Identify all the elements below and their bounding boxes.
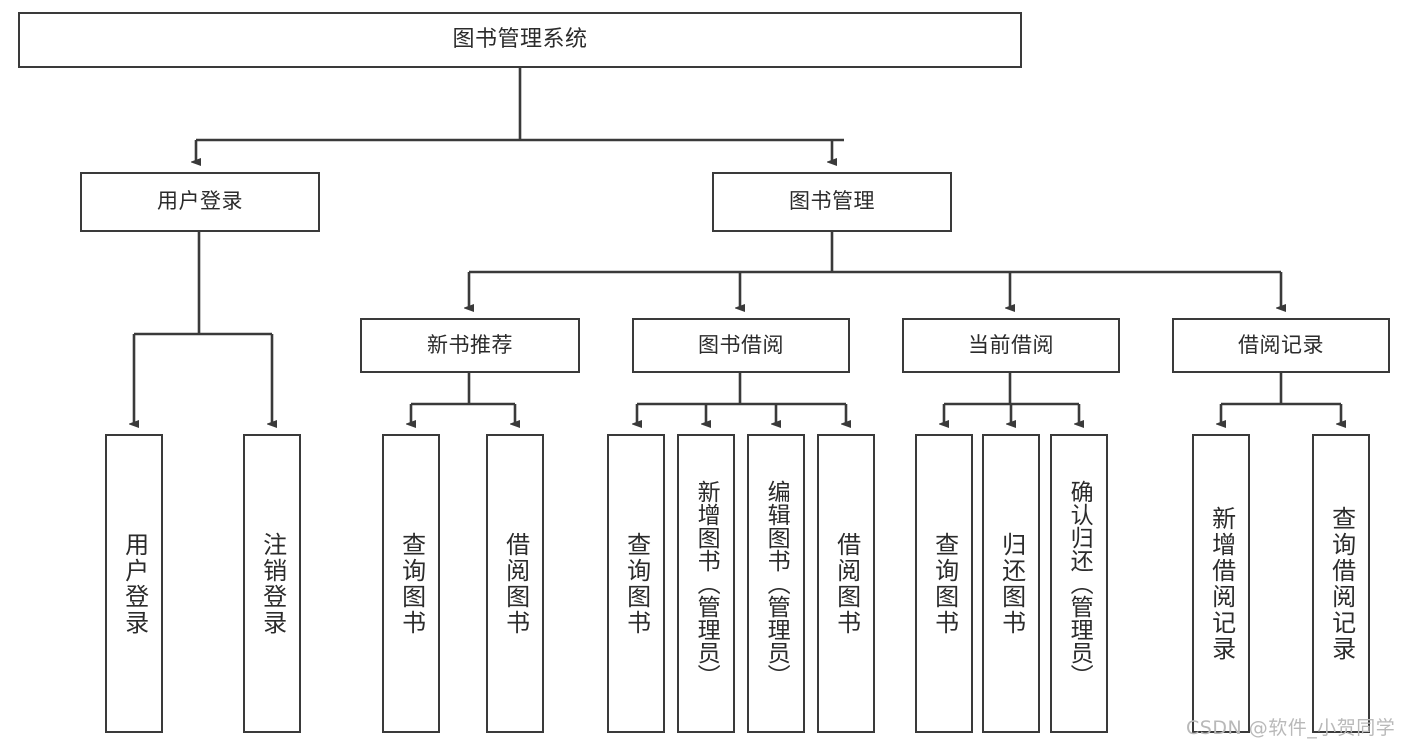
node-label: 编辑图书（管理员） [763,480,790,687]
node-book-management[interactable]: 图书管理 [712,172,952,232]
node-label: 查询图书 [397,531,426,636]
leaf-user-logout[interactable]: 注销登录 [243,434,301,733]
leaf-borrow-borrow-book[interactable]: 借阅图书 [817,434,875,733]
node-label: 新书推荐 [427,332,513,357]
node-user-login[interactable]: 用户登录 [80,172,320,232]
watermark-text: CSDN @软件_小贺同学 [1186,717,1396,739]
node-current-borrow[interactable]: 当前借阅 [902,318,1120,373]
node-book-borrow[interactable]: 图书借阅 [632,318,850,373]
node-new-book-recommend[interactable]: 新书推荐 [360,318,580,373]
node-label: 新增图书（管理员） [693,480,720,687]
node-label: 查询图书 [930,531,959,636]
node-label: 图书借阅 [698,332,784,357]
node-label: 注销登录 [258,531,287,636]
leaf-borrow-edit-book-admin[interactable]: 编辑图书（管理员） [747,434,805,733]
leaf-user-login[interactable]: 用户登录 [105,434,163,733]
leaf-borrow-add-book-admin[interactable]: 新增图书（管理员） [677,434,735,733]
node-label: 借阅记录 [1238,332,1324,357]
leaf-new-book-borrow[interactable]: 借阅图书 [486,434,544,733]
leaf-current-query-book[interactable]: 查询图书 [915,434,973,733]
leaf-record-add[interactable]: 新增借阅记录 [1192,434,1250,733]
leaf-current-return-book[interactable]: 归还图书 [982,434,1040,733]
node-label: 借阅图书 [832,531,861,636]
node-label: 用户登录 [120,531,149,636]
leaf-new-book-query[interactable]: 查询图书 [382,434,440,733]
node-label: 查询借阅记录 [1327,505,1356,662]
node-label: 图书管理 [789,189,875,214]
leaf-current-confirm-return-admin[interactable]: 确认归还（管理员） [1050,434,1108,733]
node-borrow-record[interactable]: 借阅记录 [1172,318,1390,373]
node-label: 图书管理系统 [452,26,588,52]
node-label: 借阅图书 [501,531,530,636]
node-label: 查询图书 [622,531,651,636]
node-label: 新增借阅记录 [1207,505,1236,662]
leaf-record-query[interactable]: 查询借阅记录 [1312,434,1370,733]
node-label: 用户登录 [157,189,243,214]
node-root-system[interactable]: 图书管理系统 [18,12,1022,68]
leaf-borrow-query-book[interactable]: 查询图书 [607,434,665,733]
node-label: 归还图书 [997,531,1026,636]
node-label: 当前借阅 [968,332,1054,357]
node-label: 确认归还（管理员） [1066,480,1093,687]
